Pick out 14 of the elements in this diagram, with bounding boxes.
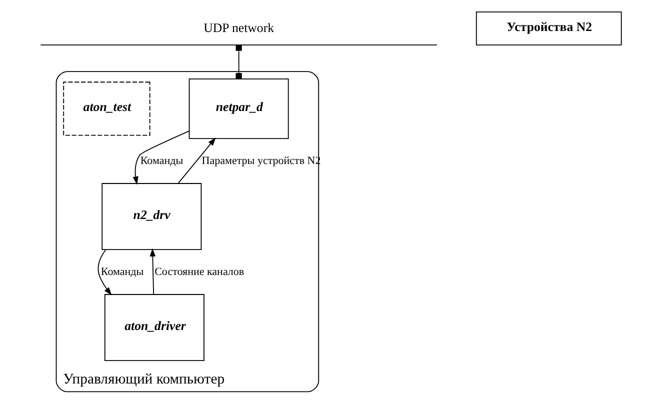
arrow (150, 248, 156, 295)
node-text: UDP network (204, 20, 274, 35)
node-box: aton_driver (104, 294, 204, 361)
arrow (132, 130, 190, 185)
edge-label: Состояние каналов (154, 266, 244, 278)
arrow (178, 138, 216, 184)
node-box: aton_test (63, 82, 150, 136)
edge-label: Команды (140, 154, 184, 167)
node-box: n2_drv (102, 183, 202, 250)
arrow (98, 249, 112, 296)
edge-label: Команды (100, 266, 144, 278)
node-box: netpar_d (188, 78, 289, 139)
connector (236, 44, 242, 80)
node-box: Устройства N2 (476, 11, 622, 46)
